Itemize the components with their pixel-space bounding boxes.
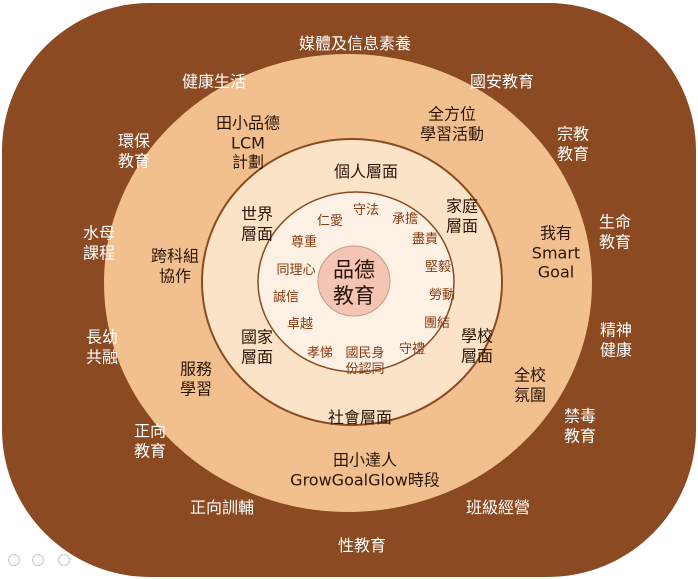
center-circle xyxy=(317,245,391,317)
value-benevolence: 仁愛 xyxy=(316,214,344,230)
value-respect: 尊重 xyxy=(290,235,318,251)
programme-service-learning: 服務 學習 xyxy=(179,359,213,398)
programme-all-round-learning: 全方位 學習活動 xyxy=(419,104,485,143)
value-courtesy: 守禮 xyxy=(398,342,426,358)
level-national: 國家 層面 xyxy=(240,327,274,366)
outer-life: 生命 教育 xyxy=(598,212,632,251)
value-excellence: 卓越 xyxy=(286,317,314,333)
outer-positive-education: 正向 教育 xyxy=(133,421,167,460)
value-empathy: 同理心 xyxy=(276,263,316,279)
programme-growgoalglow: 田小達人 GrowGoalGlow時段 xyxy=(290,450,440,489)
value-perseverance: 堅毅 xyxy=(424,260,452,276)
outer-media-literacy: 媒體及信息素養 xyxy=(298,34,412,54)
programme-smart-goal: 我有 Smart Goal xyxy=(531,223,581,282)
value-integrity: 誠信 xyxy=(272,290,300,306)
outer-religious: 宗教 教育 xyxy=(556,124,590,163)
programme-cross-subject: 跨科組 協作 xyxy=(150,246,200,285)
menu-icon[interactable] xyxy=(58,554,70,566)
outer-sex-education: 性教育 xyxy=(337,536,387,556)
outer-mental-health: 精神 健康 xyxy=(599,320,633,359)
level-school: 學校 層面 xyxy=(460,326,494,365)
value-commitment: 承擔 xyxy=(391,212,419,228)
level-world: 世界 層面 xyxy=(240,204,274,243)
value-responsibility: 盡責 xyxy=(411,232,439,248)
value-law: 守法 xyxy=(352,203,380,219)
value-national-identity: 國民身 份認同 xyxy=(345,346,385,377)
outer-intergenerational: 長幼 共融 xyxy=(85,327,119,366)
outer-healthy-living: 健康生活 xyxy=(181,72,247,92)
outer-national-security: 國安教育 xyxy=(469,72,535,92)
value-filial-piety: 孝悌 xyxy=(306,346,334,362)
value-solidarity: 團結 xyxy=(423,316,451,332)
level-family: 家庭 層面 xyxy=(445,196,479,235)
outer-class-management: 班級經營 xyxy=(465,498,531,518)
level-society: 社會層面 xyxy=(327,408,393,428)
outer-anti-drug: 禁毒 教育 xyxy=(563,406,597,445)
prev-slide-icon[interactable] xyxy=(8,554,20,566)
next-slide-icon[interactable] xyxy=(32,554,44,566)
programme-lcm: 田小品德 LCM 計劃 xyxy=(215,113,281,172)
programme-school-atmosphere: 全校 氛圍 xyxy=(513,365,547,404)
outer-environmental: 環保 教育 xyxy=(117,131,151,170)
outer-jellyfish: 水母 課程 xyxy=(82,223,116,262)
center-title: 品德 教育 xyxy=(333,257,375,308)
outer-positive-guidance: 正向訓輔 xyxy=(189,498,255,518)
level-personal: 個人層面 xyxy=(333,162,399,182)
value-diligence: 勞動 xyxy=(428,288,456,304)
